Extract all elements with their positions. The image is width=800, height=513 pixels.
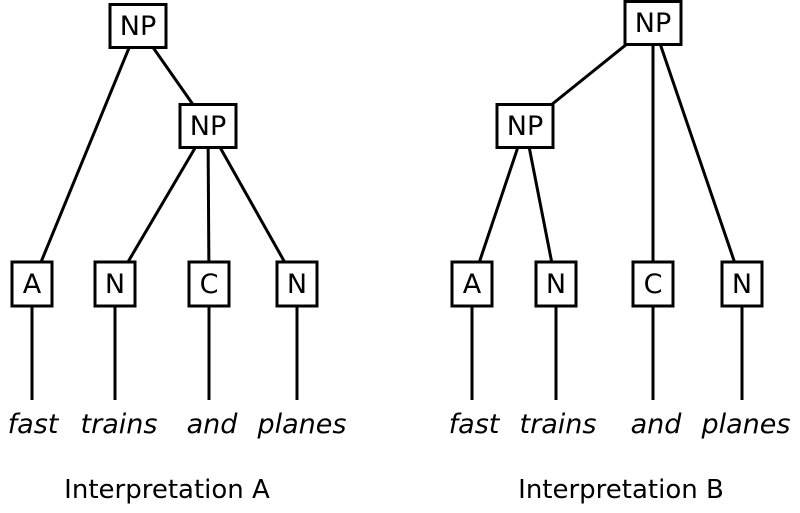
tree-edge: [206, 125, 299, 285]
tree-node-box: [187, 260, 231, 308]
tree-node-label: NP: [120, 11, 156, 42]
tree-node-box: [495, 103, 555, 149]
word-label: trains: [520, 409, 597, 440]
tree-caption: Interpretation B: [518, 475, 724, 505]
tree-node-label: A: [23, 269, 42, 300]
tree-edge: [30, 25, 140, 285]
word-label: planes: [257, 409, 347, 440]
tree-node-box: [720, 260, 764, 308]
tree-node-box: [534, 260, 578, 308]
tree-node-box: [631, 260, 675, 308]
tree-node-box: [623, 0, 683, 46]
tree-edge: [523, 125, 558, 285]
tree-node-label: N: [287, 269, 307, 300]
tree-edge: [206, 125, 211, 285]
tree-node-box: [10, 260, 54, 308]
word-label: fast: [8, 409, 60, 440]
word-label: fast: [449, 409, 501, 440]
tree-node-label: C: [200, 269, 219, 300]
tree-node-label: NP: [507, 111, 543, 142]
tree-node-label: N: [732, 269, 752, 300]
tree-node-box: [108, 3, 168, 49]
tree-node-label: NP: [190, 111, 226, 142]
tree-caption: Interpretation A: [64, 475, 270, 505]
tree-node-box: [275, 260, 319, 308]
tree-node-label: A: [463, 269, 482, 300]
tree-node-box: [450, 260, 494, 308]
word-label: and: [631, 409, 683, 440]
tree-node-label: N: [105, 269, 125, 300]
word-label: trains: [81, 409, 158, 440]
tree-node-box: [178, 103, 238, 149]
tree-edge: [651, 22, 744, 285]
tree-edge: [113, 125, 210, 285]
tree-node-label: N: [546, 269, 566, 300]
word-label: and: [187, 409, 239, 440]
tree-node-label: NP: [635, 8, 671, 39]
tree-node-box: [93, 260, 137, 308]
tree-node-label: C: [644, 269, 663, 300]
tree-edge: [470, 125, 527, 285]
word-label: planes: [701, 409, 791, 440]
